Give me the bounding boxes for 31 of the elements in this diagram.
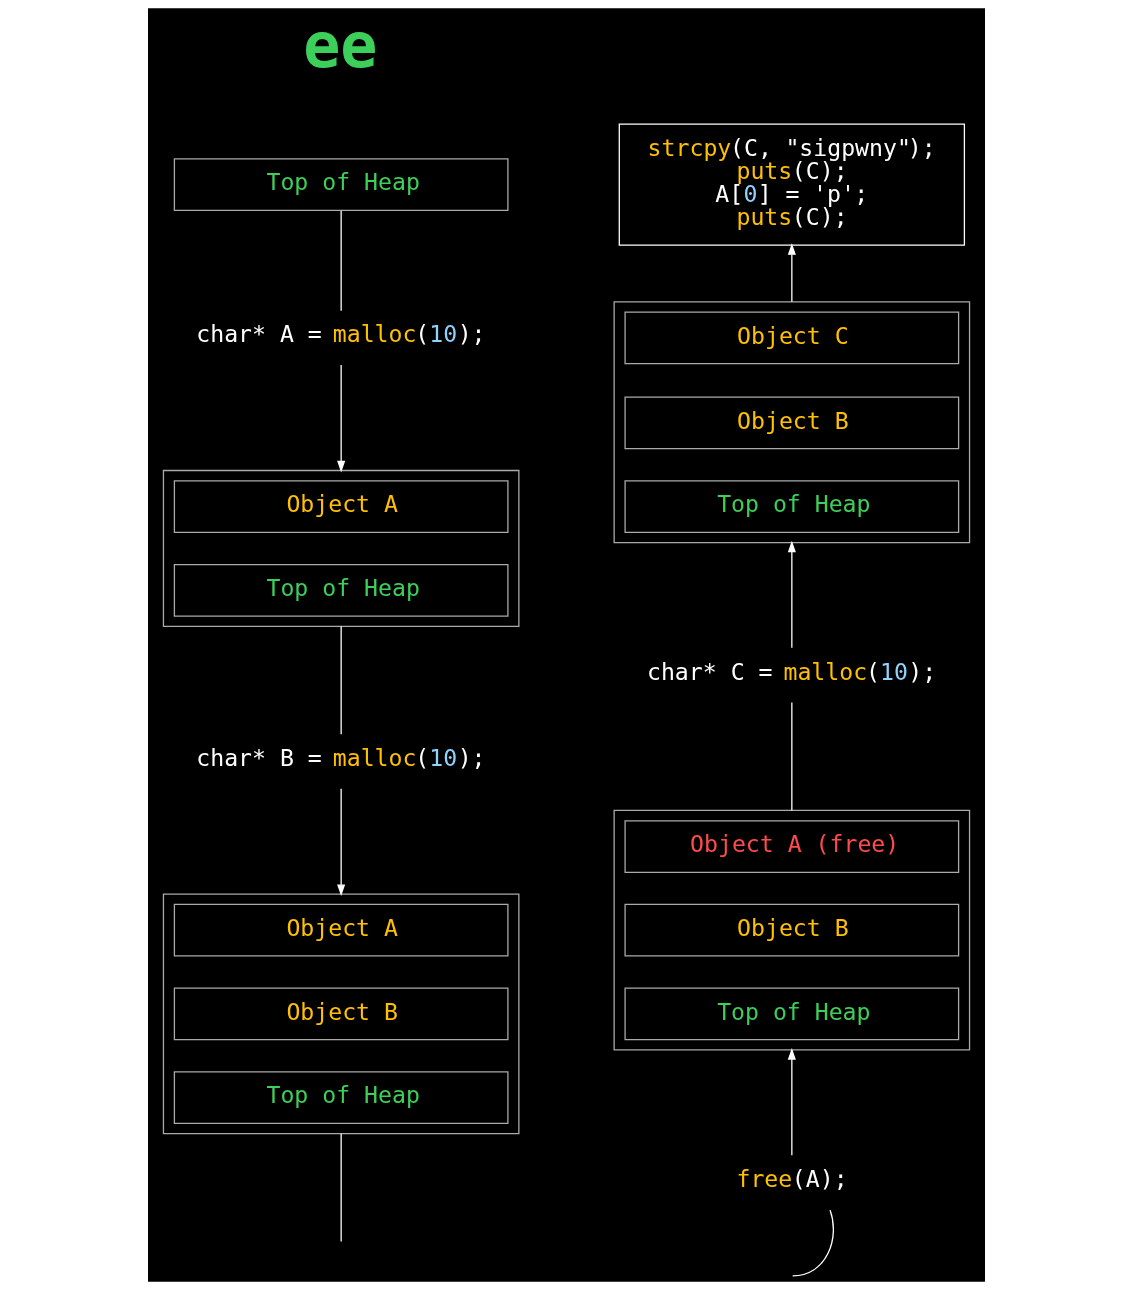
arrow [337,788,346,897]
arrow [787,540,796,649]
cluster [613,809,971,1051]
arrow [787,243,796,303]
connector [340,210,342,312]
connector [340,625,342,735]
connector [791,701,793,812]
arrow [337,364,346,473]
node-box: Object B [624,396,960,450]
node-box: Top of Heap [624,480,960,533]
node-box: Object B [624,903,960,957]
cluster [613,301,971,544]
arrow [787,1048,796,1156]
node-box: strcpy(C, "sigpwny"); puts(C); A[0] = 'p'; puts(C); [618,123,966,246]
node-box: Top of Heap [173,1071,509,1125]
label: ee [303,9,378,82]
node-box: Object A [173,903,509,957]
node-box: Object C [624,311,960,365]
node-box: Object A [173,480,509,533]
node-box: Top of Heap [173,563,509,617]
cluster [162,469,520,627]
node-text: char* C = malloc(10); [646,657,937,685]
node-box: Object A (free) [624,820,960,873]
connector [792,1209,834,1277]
node-text: char* A = malloc(10); [196,320,486,348]
node-text: char* B = malloc(10); [196,743,486,771]
cluster [162,893,520,1135]
node-text: free(A); [736,1164,848,1192]
node-box: Object B [173,987,509,1041]
node-box: Top of Heap [173,158,509,212]
node-box: Top of Heap [624,987,960,1041]
